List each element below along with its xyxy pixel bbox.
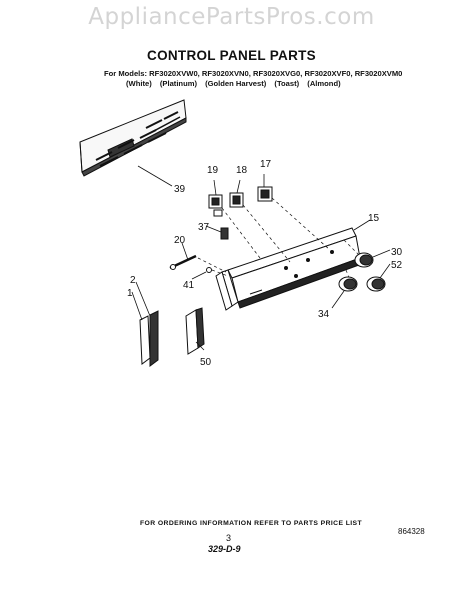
color-list: (White) (Platinum) (Golden Harvest) (Toa… [126, 79, 347, 88]
color-white: (White) [126, 79, 152, 88]
callout-2: 2 [130, 275, 136, 286]
footer-note: FOR ORDERING INFORMATION REFER TO PARTS … [140, 520, 363, 527]
color-almond: (Almond) [307, 79, 341, 88]
part-50-end-cap [185, 307, 205, 355]
models-line: For Models: RF3020XVW0, RF3020XVN0, RF30… [104, 69, 403, 78]
part-19-switch [208, 179, 223, 217]
handwritten-code: 329-D-9 [208, 544, 241, 554]
part-20-screw [169, 242, 197, 270]
part-17-switch [257, 174, 273, 202]
part-34-knob [331, 276, 358, 309]
callout-1: 1 [127, 288, 133, 299]
part-39-overlay [79, 99, 187, 177]
color-platinum: (Platinum) [159, 79, 197, 88]
callout-15: 15 [368, 213, 380, 224]
part-1-end-cap [131, 281, 159, 367]
callout-18: 18 [236, 165, 248, 176]
callout-30: 30 [391, 247, 403, 258]
callout-34: 34 [318, 309, 330, 320]
part-30-knob [354, 249, 391, 268]
callout-37: 37 [198, 222, 210, 233]
part-18-switch [229, 179, 244, 208]
callout-50: 50 [200, 357, 212, 368]
doc-id: 864328 [398, 527, 425, 536]
watermark: AppliancePartsPros.com [88, 4, 375, 30]
callout-39: 39 [174, 184, 186, 195]
callout-41: 41 [183, 280, 195, 291]
page-title: CONTROL PANEL PARTS [147, 48, 316, 63]
part-37-clip [205, 225, 229, 240]
part-52-knob [366, 263, 391, 292]
color-golden-harvest: (Golden Harvest) [205, 79, 267, 88]
callout-17: 17 [260, 159, 272, 170]
part-15-console [215, 219, 371, 311]
part-41-washer [191, 267, 212, 280]
color-toast: (Toast) [274, 79, 300, 88]
callout-19: 19 [207, 165, 219, 176]
callout-20: 20 [174, 235, 186, 246]
callout-layer: 39 19 18 17 15 37 20 30 52 41 2 1 34 50 [127, 159, 403, 368]
page-number: 3 [226, 533, 232, 543]
callout-52: 52 [391, 260, 403, 271]
